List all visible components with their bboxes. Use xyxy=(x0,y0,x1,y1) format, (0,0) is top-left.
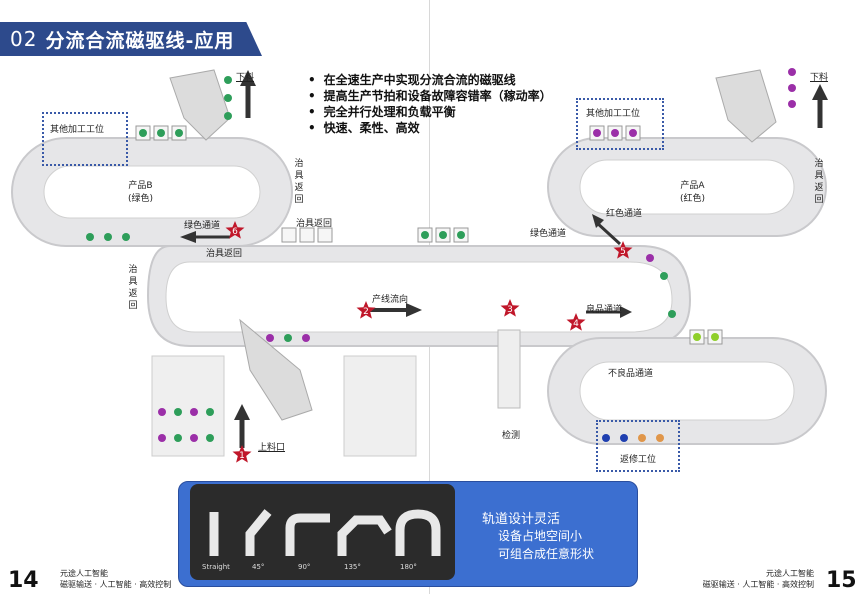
unload-left-arrow xyxy=(240,70,256,86)
badge-3: 3 xyxy=(500,299,520,317)
track-shapes-illustration xyxy=(209,509,441,556)
robot-arm-loading xyxy=(239,318,313,421)
other-station-right-label: 其他加工工位 xyxy=(586,109,641,119)
track-diagram xyxy=(11,68,828,457)
badge-5: 5 xyxy=(613,241,633,259)
section-header: 02 分流合流磁驱线-应用 xyxy=(0,22,262,56)
red-channel-label: 红色通道 xyxy=(606,209,643,219)
fixture-return-left-vertical: 治具返回 xyxy=(128,265,138,311)
repair-station-box xyxy=(596,420,680,472)
defect-channel-label: 不良品通道 xyxy=(608,369,654,379)
svg-text:6: 6 xyxy=(232,227,238,237)
fixture-return-left-label: 治具返回 xyxy=(206,249,243,259)
unload-right-label: 下料 xyxy=(810,73,829,83)
badge-2: 2 xyxy=(356,301,376,319)
inspection-label: 检测 xyxy=(502,431,521,441)
shape-caption-90: 90° xyxy=(298,563,311,571)
shape-caption-135: 135° xyxy=(344,563,361,571)
other-station-left-label: 其他加工工位 xyxy=(50,125,105,135)
inspection-stand xyxy=(497,329,521,409)
flex-line-1: 设备占地空间小 xyxy=(498,529,583,543)
svg-text:1: 1 xyxy=(239,451,245,461)
page-number-left: 14 xyxy=(8,568,39,593)
empty-tray xyxy=(343,355,417,457)
fixture-return-far-right-vertical: 治具返回 xyxy=(814,159,824,205)
flex-title: 轨道设计灵活 xyxy=(482,512,561,527)
section-title: 分流合流磁驱线-应用 xyxy=(45,29,235,52)
repair-station-label: 返修工位 xyxy=(620,455,657,465)
shape-caption-45: 45° xyxy=(252,563,265,571)
feature-bullets: 在全速生产中实现分流合流的磁驱线 提高生产节拍和设备故障容错率（稼动率） 完全并… xyxy=(308,72,552,136)
bullet-item: 在全速生产中实现分流合流的磁驱线 xyxy=(308,72,552,88)
fixture-return-top-label: 治具返回 xyxy=(296,219,333,229)
section-number: 02 xyxy=(10,27,38,51)
svg-text:2: 2 xyxy=(363,307,369,317)
unload-right-arrow xyxy=(812,84,828,100)
flex-line-2: 可组合成任意形状 xyxy=(498,547,595,561)
green-channel-left-label: 绿色通道 xyxy=(184,221,221,231)
bullet-item: 完全并行处理和负载平衡 xyxy=(308,104,552,120)
page-number-right: 15 xyxy=(826,568,857,593)
track-shapes-panel xyxy=(190,484,455,580)
product-a-label: 产品A(红色) xyxy=(680,181,706,204)
product-b-label: 产品B(绿色) xyxy=(128,181,154,204)
fixture-return-right-vertical: 治具返回 xyxy=(294,159,304,205)
badge-4: 4 xyxy=(566,313,586,331)
line-flow-arrow xyxy=(406,303,422,317)
footer-right: 元途人工智能磁驱输送 · 人工智能 · 高效控制 xyxy=(702,569,814,589)
footer-left: 元途人工智能磁驱输送 · 人工智能 · 高效控制 xyxy=(60,569,172,589)
good-channel-label: 良品通道 xyxy=(586,305,623,315)
svg-text:4: 4 xyxy=(573,319,579,329)
badge-6: 6 xyxy=(225,221,245,239)
svg-text:3: 3 xyxy=(507,305,513,315)
other-station-left-box xyxy=(42,112,128,166)
carriers xyxy=(86,68,796,442)
line-flow-label: 产线流向 xyxy=(372,295,409,305)
shape-caption-straight: Straight xyxy=(202,563,230,571)
svg-text:5: 5 xyxy=(620,247,626,257)
shape-caption-180: 180° xyxy=(400,563,417,571)
bullet-item: 快速、柔性、高效 xyxy=(308,120,552,136)
robot-arm-top-right xyxy=(715,69,777,143)
robot-arm-top-left xyxy=(169,69,231,141)
green-channel-right-label: 绿色通道 xyxy=(530,229,567,239)
loading-label: 上料口 xyxy=(258,443,286,453)
loading-arrow xyxy=(234,404,250,420)
other-station-right-box xyxy=(576,98,664,150)
badge-1: 1 xyxy=(232,445,252,463)
unload-left-label: 下料 xyxy=(236,73,255,83)
bullet-item: 提高生产节拍和设备故障容错率（稼动率） xyxy=(308,88,552,104)
